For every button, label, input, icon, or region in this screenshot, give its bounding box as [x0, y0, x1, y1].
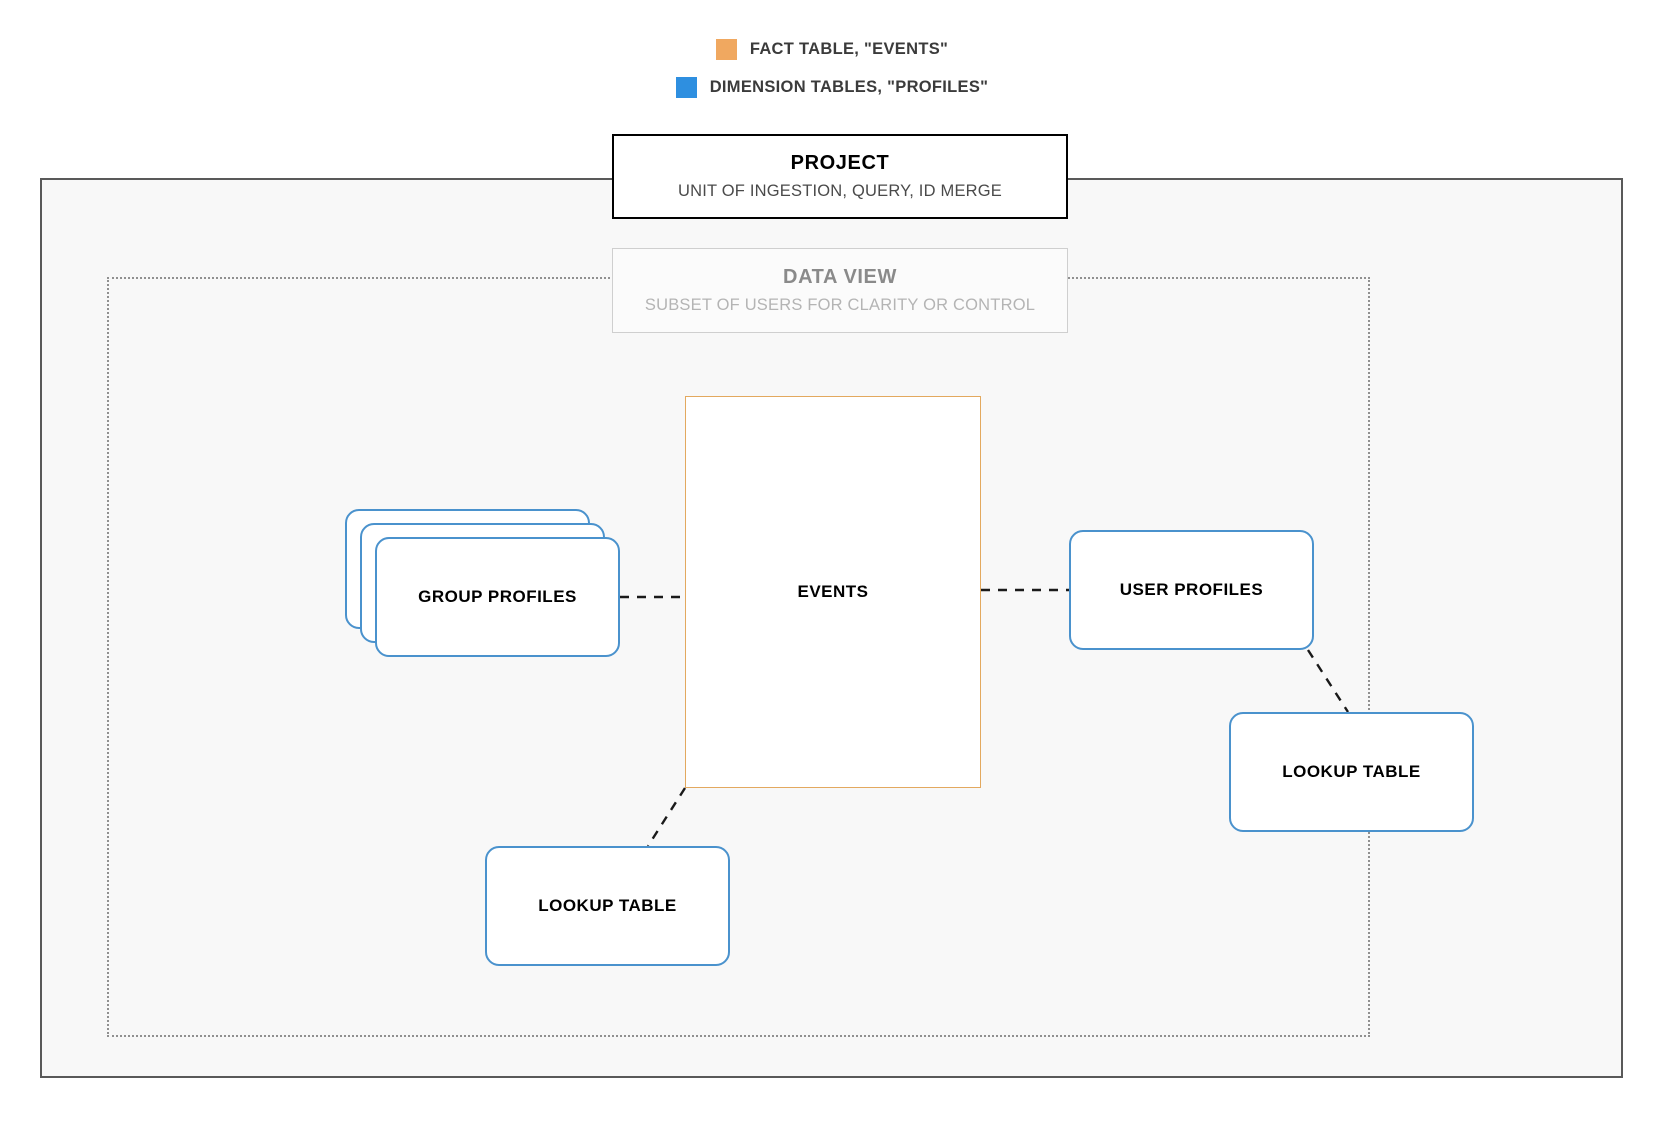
legend-item-fact-table: FACT TABLE, "EVENTS": [0, 30, 1664, 68]
dimension-card-group-profiles[interactable]: GROUP PROFILES: [375, 537, 620, 657]
dimension-card-lookup-table-right[interactable]: LOOKUP TABLE: [1229, 712, 1474, 832]
blue-square-swatch-icon: [675, 76, 697, 98]
orange-square-swatch-icon: [715, 38, 737, 60]
project-subtitle: UNIT OF INGESTION, QUERY, ID MERGE: [677, 181, 1002, 200]
lookup-table-left-label: LOOKUP TABLE: [538, 896, 677, 915]
project-header-box: PROJECT UNIT OF INGESTION, QUERY, ID MER…: [612, 134, 1068, 219]
legend-label-dimension-tables: DIMENSION TABLES, "PROFILES": [709, 77, 989, 96]
data-view-subtitle: SUBSET OF USERS FOR CLARITY OR CONTROL: [644, 295, 1036, 314]
legend: FACT TABLE, "EVENTS" DIMENSION TABLES, "…: [0, 30, 1664, 106]
lookup-table-right-label: LOOKUP TABLE: [1282, 762, 1421, 781]
dimension-card-user-profiles[interactable]: USER PROFILES: [1069, 530, 1314, 650]
group-profiles-label: GROUP PROFILES: [418, 587, 577, 606]
fact-table-events[interactable]: EVENTS: [685, 396, 981, 788]
data-view-header-box: DATA VIEW SUBSET OF USERS FOR CLARITY OR…: [612, 248, 1068, 333]
user-profiles-label: USER PROFILES: [1119, 580, 1264, 599]
legend-label-fact-table: FACT TABLE, "EVENTS": [749, 39, 949, 58]
fact-table-events-label: EVENTS: [797, 582, 869, 601]
data-view-title: DATA VIEW: [783, 265, 897, 288]
dimension-card-lookup-table-left[interactable]: LOOKUP TABLE: [485, 846, 730, 966]
project-title: PROJECT: [790, 151, 890, 174]
legend-item-dimension-tables: DIMENSION TABLES, "PROFILES": [0, 68, 1664, 106]
